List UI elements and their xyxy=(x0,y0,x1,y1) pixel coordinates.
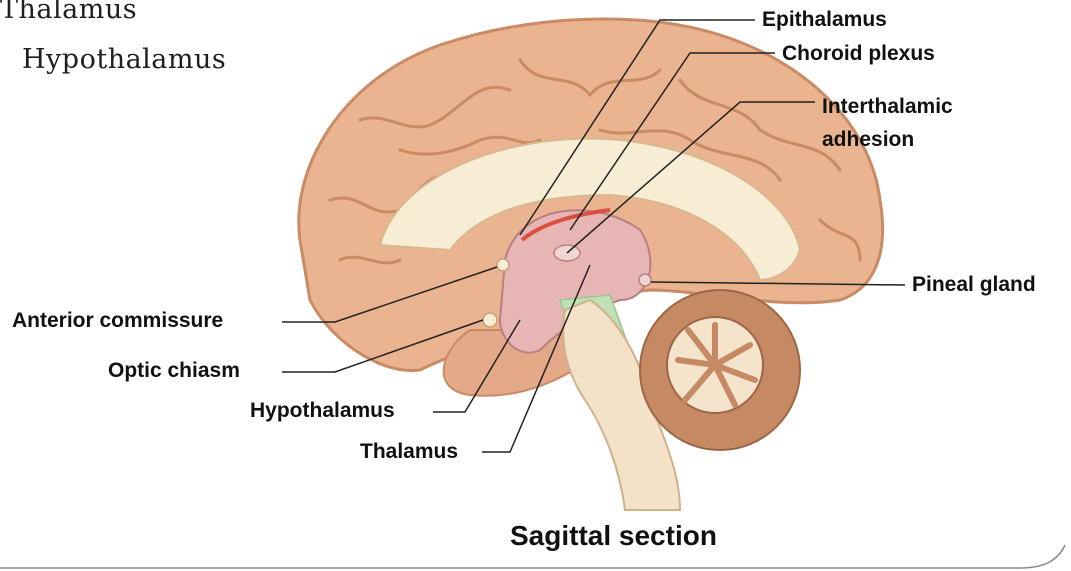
label-epithalamus: Epithalamus xyxy=(762,8,887,32)
caption-sagittal-section: Sagittal section xyxy=(510,520,717,552)
label-pineal-gland: Pineal gland xyxy=(912,273,1036,297)
label-anterior-commissure: Anterior commissure xyxy=(12,309,223,333)
label-interthalamic: Interthalamic xyxy=(822,95,953,119)
label-optic-chiasm: Optic chiasm xyxy=(108,359,240,383)
title-thalamus: Thalamus xyxy=(0,0,137,25)
optic-chiasm xyxy=(483,313,497,327)
label-choroid-plexus: Choroid plexus xyxy=(782,42,935,66)
label-hypothalamus: Hypothalamus xyxy=(250,399,395,423)
label-thalamus: Thalamus xyxy=(360,440,458,464)
label-adhesion: adhesion xyxy=(822,128,914,152)
anterior-commissure xyxy=(497,259,509,271)
title-hypothalamus: Hypothalamus xyxy=(22,44,226,75)
pineal-gland xyxy=(639,274,651,286)
